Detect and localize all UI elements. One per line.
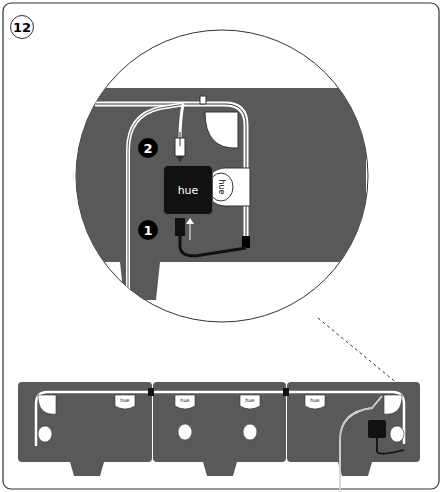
plug-1	[175, 218, 185, 236]
arrow-2	[180, 132, 181, 146]
callout-number: 1	[138, 220, 158, 240]
callout-text: 12	[13, 21, 31, 34]
arrow-1	[190, 224, 191, 240]
brand-text: hue	[217, 179, 225, 194]
step-number: 12	[10, 15, 34, 39]
zoom-content	[60, 88, 366, 300]
arrow-1-head	[186, 218, 194, 224]
brand-text: hue	[120, 398, 129, 403]
clip	[200, 96, 206, 104]
brand-text: hue	[180, 398, 189, 403]
callout-text: 1	[143, 224, 152, 237]
zoom-leader	[318, 318, 398, 384]
bridge-box: hue	[163, 165, 213, 215]
arrow-2-head	[176, 156, 184, 162]
brand-text: hue	[245, 398, 254, 403]
overview	[18, 382, 420, 492]
corner-pod	[205, 112, 238, 148]
lightbar-plug	[242, 236, 250, 248]
callout-text: 2	[143, 142, 152, 155]
brand-text: hue	[310, 398, 319, 403]
brand-text: hue	[178, 185, 199, 196]
frame	[3, 3, 439, 489]
callout-number: 2	[138, 138, 158, 158]
panel	[60, 88, 366, 262]
lightbar-cable	[180, 218, 246, 256]
